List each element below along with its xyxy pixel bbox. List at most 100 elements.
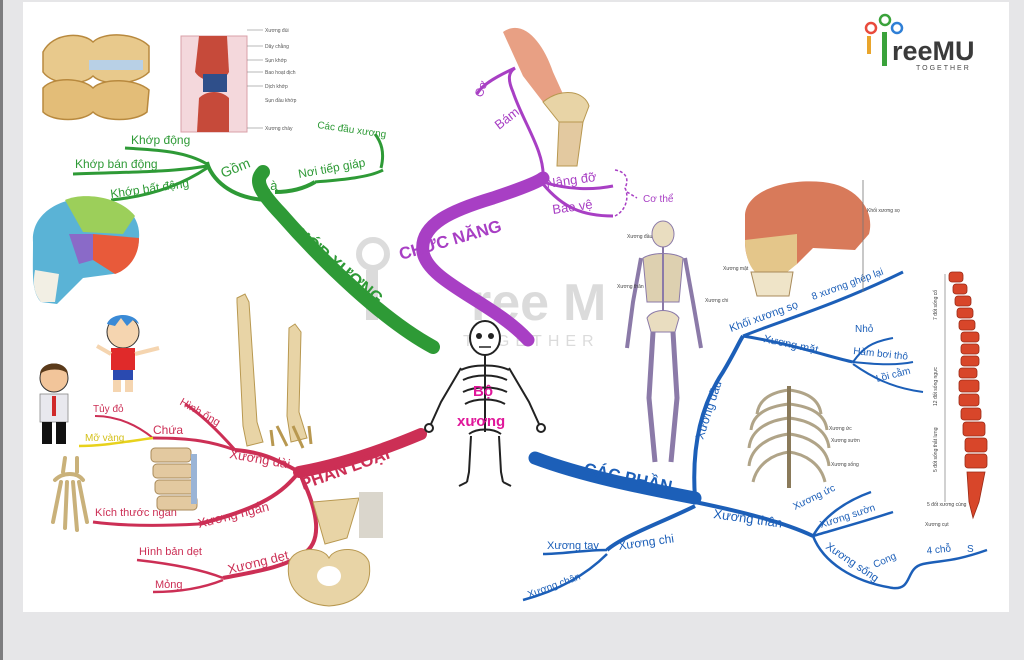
- joint-label-3: Sụn khớp: [265, 58, 287, 64]
- skull-colored-illustration-icon: [32, 196, 140, 304]
- edge-gom: [205, 161, 266, 202]
- vertebra-illustration-icon: [42, 34, 150, 121]
- edge-nang-do: [542, 180, 614, 191]
- edge-hinh-ban-det: [136, 558, 224, 580]
- logo-mark-icon: [864, 13, 904, 66]
- nang-do-label: Nâng đỡ: [545, 169, 598, 191]
- edge-khop-ban-dong: [72, 164, 208, 176]
- hinh-ong-label: Hình ống: [178, 396, 223, 429]
- hinh-ban-det-label: Hình bản dẹt: [139, 546, 202, 558]
- long-bones-illustration-icon: [236, 293, 313, 449]
- kich-thuoc-ngan-label: Kích thước ngắn: [95, 506, 177, 519]
- khop-xuong-title: KHỚP XƯƠNG: [282, 217, 386, 309]
- edge-xuong-chan: [522, 553, 608, 602]
- edge-xuong-song: [811, 535, 988, 590]
- edge-xuong-chi: [605, 504, 696, 552]
- skull-illustration-icon: Khối xương sọ Xương mặt: [723, 180, 900, 297]
- branch-khop-xuong-trunk: [252, 165, 440, 354]
- joint-label-6: Sụn đầu khớp: [265, 98, 297, 104]
- co-label: Cơ: [472, 79, 491, 99]
- spine-label-coccyx: Xương cụt: [925, 522, 949, 528]
- skull-label-face: Xương mặt: [723, 266, 749, 272]
- skeleton-label-head: Xương đầu: [627, 234, 652, 240]
- edge-xuong-dau: [692, 334, 745, 499]
- xuong-mat-label: Xương mặt: [762, 333, 819, 356]
- edge-khop-bat-dong: [110, 166, 208, 202]
- edge-mong: [152, 578, 224, 594]
- joint-label-1: Xương đùi: [265, 28, 289, 34]
- hand-bones-illustration-icon: [51, 456, 89, 532]
- bam-label: Bám: [492, 104, 522, 132]
- mo-vang-label: Mỡ vàng: [85, 433, 124, 444]
- edge-loi-cam: [852, 363, 924, 393]
- branch-phan-loai-trunk: [293, 428, 427, 478]
- bracket-co-the: [614, 169, 628, 217]
- edge-la: [274, 180, 317, 194]
- chuc-nang-title: CHỨC NĂNG: [397, 216, 504, 263]
- edge-khop-dong: [124, 146, 208, 166]
- center-title-line2: xương: [457, 413, 505, 430]
- spine-illustration-icon: 7 đốt sống cổ 12 đốt sống ngực 5 đốt sốn…: [925, 271, 988, 528]
- brand-tagline: TOGETHER: [916, 65, 971, 72]
- edge-ham-boi-tho: [852, 361, 914, 366]
- vertebrae-stack-illustration-icon: [150, 447, 198, 511]
- edge-kich-thuoc-ngan: [92, 520, 200, 527]
- branch-chuc-nang-trunk: [416, 171, 550, 347]
- edge-hinh-ong: [184, 402, 237, 451]
- xuong-dai-label: Xương dài: [228, 446, 291, 471]
- edge-cac-dau-xuong: [373, 133, 385, 169]
- 4-cho-label: 4 chỗ: [926, 541, 952, 557]
- spine-label-sacrum: 5 đốt xương cùng: [927, 502, 967, 508]
- edge-tuy-do: [94, 415, 154, 439]
- scapula-illustration-icon: [312, 492, 383, 545]
- edge-co-the: [626, 191, 638, 199]
- joint-label-2: Dây chằng: [265, 43, 289, 50]
- joint-label-5: Dịch khớp: [265, 84, 288, 90]
- skeleton-label-trunk: Xương thân: [617, 284, 644, 290]
- co-the-label: Cơ thể: [643, 193, 674, 205]
- cac-phan-title: CÁC PHẦN: [582, 459, 674, 496]
- spine-label-lumbar: 5 đốt sống thắt lưng: [932, 427, 939, 472]
- xuong-dau-label: Xương đầu: [693, 379, 725, 441]
- human-skeleton-illustration-icon: Xương đầu Xương thân Xương chi: [617, 220, 728, 463]
- khop-bat-dong-label: Khớp bất động: [109, 176, 189, 201]
- mindmap-canvas: ree M TOGETHER reeMU TOGETHER KHỚP XƯƠNG…: [23, 2, 1009, 612]
- ribcage-illustration-icon: Xương ức Xương sườn Xương sống: [747, 386, 860, 488]
- tuy-do-label: Tủy đỏ: [93, 403, 124, 415]
- knee-joint-illustration-icon: Xương đùi Dây chằng Sụn khớp Bao hoạt dị…: [180, 28, 297, 133]
- cartoon-kid-icon: [96, 315, 160, 392]
- window-frame: [0, 0, 3, 660]
- edge-bam: [507, 66, 545, 179]
- edge-khoi-xuong-so: [742, 270, 904, 338]
- s-label: S: [967, 544, 974, 555]
- joint-label-7: Xương chày: [265, 126, 293, 132]
- xuong-chan-label: Xương chân: [526, 571, 582, 600]
- joint-label-4: Bao hoạt dịch: [265, 70, 296, 76]
- skeleton-label-limb: Xương chi: [705, 298, 728, 304]
- nho-label: Nhỏ: [855, 323, 874, 335]
- ribcage-label-sternum: Xương ức: [829, 426, 852, 432]
- edge-xuong-ngan: [198, 470, 301, 526]
- edge-xuong-dai: [234, 448, 300, 474]
- edge-xuong-tay: [542, 548, 608, 556]
- mindmap: ree M TOGETHER reeMU TOGETHER KHỚP XƯƠNG…: [32, 13, 988, 607]
- brand-logo: reeMU TOGETHER: [864, 13, 975, 72]
- knee-bone-illustration-icon: [503, 27, 590, 167]
- edge-bao-ve: [541, 183, 614, 218]
- businessman-icon: [39, 363, 69, 444]
- edge-xuong-than: [694, 500, 814, 538]
- khop-dong-label: Khớp động: [131, 133, 190, 147]
- branch-cac-phan-trunk: [528, 451, 702, 505]
- mong-label: Mỏng: [155, 579, 183, 591]
- skull-label-cranium: Khối xương sọ: [867, 208, 900, 214]
- svg-text:M: M: [563, 274, 606, 332]
- xuong-chi-label: Xương chi: [617, 531, 674, 553]
- chua-label: Chứa: [153, 423, 183, 437]
- xuong-ngan-label: Xương ngắn: [196, 499, 270, 531]
- xuong-than-label: Xương thân: [713, 506, 784, 530]
- spine-label-thoracic: 12 đốt sống ngực: [933, 367, 939, 406]
- ribcage-label-spine: Xương sống: [831, 462, 859, 468]
- center-title-line1: Bộ: [473, 383, 493, 400]
- branch-cac-phan: [522, 270, 988, 602]
- gom-label: Gồm: [218, 155, 252, 181]
